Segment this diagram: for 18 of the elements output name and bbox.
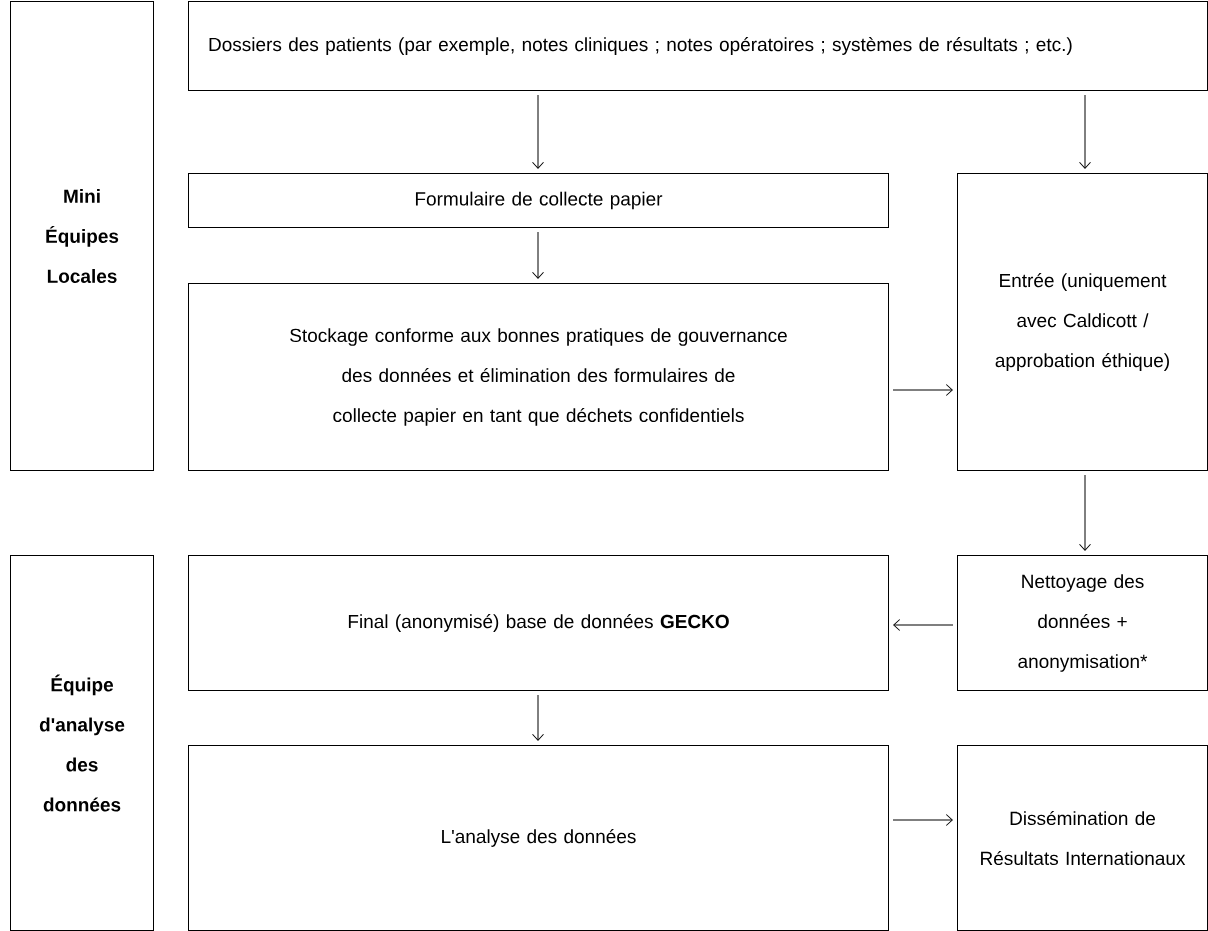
process-box: Dissémination de Résultats Internationaux — [957, 745, 1208, 931]
arrow — [893, 619, 954, 631]
arrow — [892, 814, 953, 826]
process-box: Entrée (uniquement avec Caldicott / approbation éthique) — [957, 173, 1208, 471]
process-box: Nettoyage des données + anonymisation* — [957, 555, 1208, 691]
arrow — [892, 384, 953, 396]
arrow — [532, 231, 544, 279]
arrow — [532, 94, 544, 169]
process-box: Dossiers des patients (par exemple, notes cliniques ; notes opératoires ; systèmes de résultats ; etc.) — [188, 1, 1208, 91]
process-box: Mini Équipes Locales — [10, 1, 154, 471]
process-box: Équipe d'analyse des données — [10, 555, 154, 931]
process-box: Stockage conforme aux bonnes pratiques de gouvernance des données et élimination des formulaires de collecte papier en tant que déchets confidentiels — [188, 283, 889, 471]
arrow — [1079, 474, 1091, 551]
arrow — [1079, 94, 1091, 169]
process-box: L'analyse des données — [188, 745, 889, 931]
arrow — [532, 694, 544, 741]
process-box: Formulaire de collecte papier — [188, 173, 889, 228]
process-box: Final (anonymisé) base de données GECKO — [188, 555, 889, 691]
